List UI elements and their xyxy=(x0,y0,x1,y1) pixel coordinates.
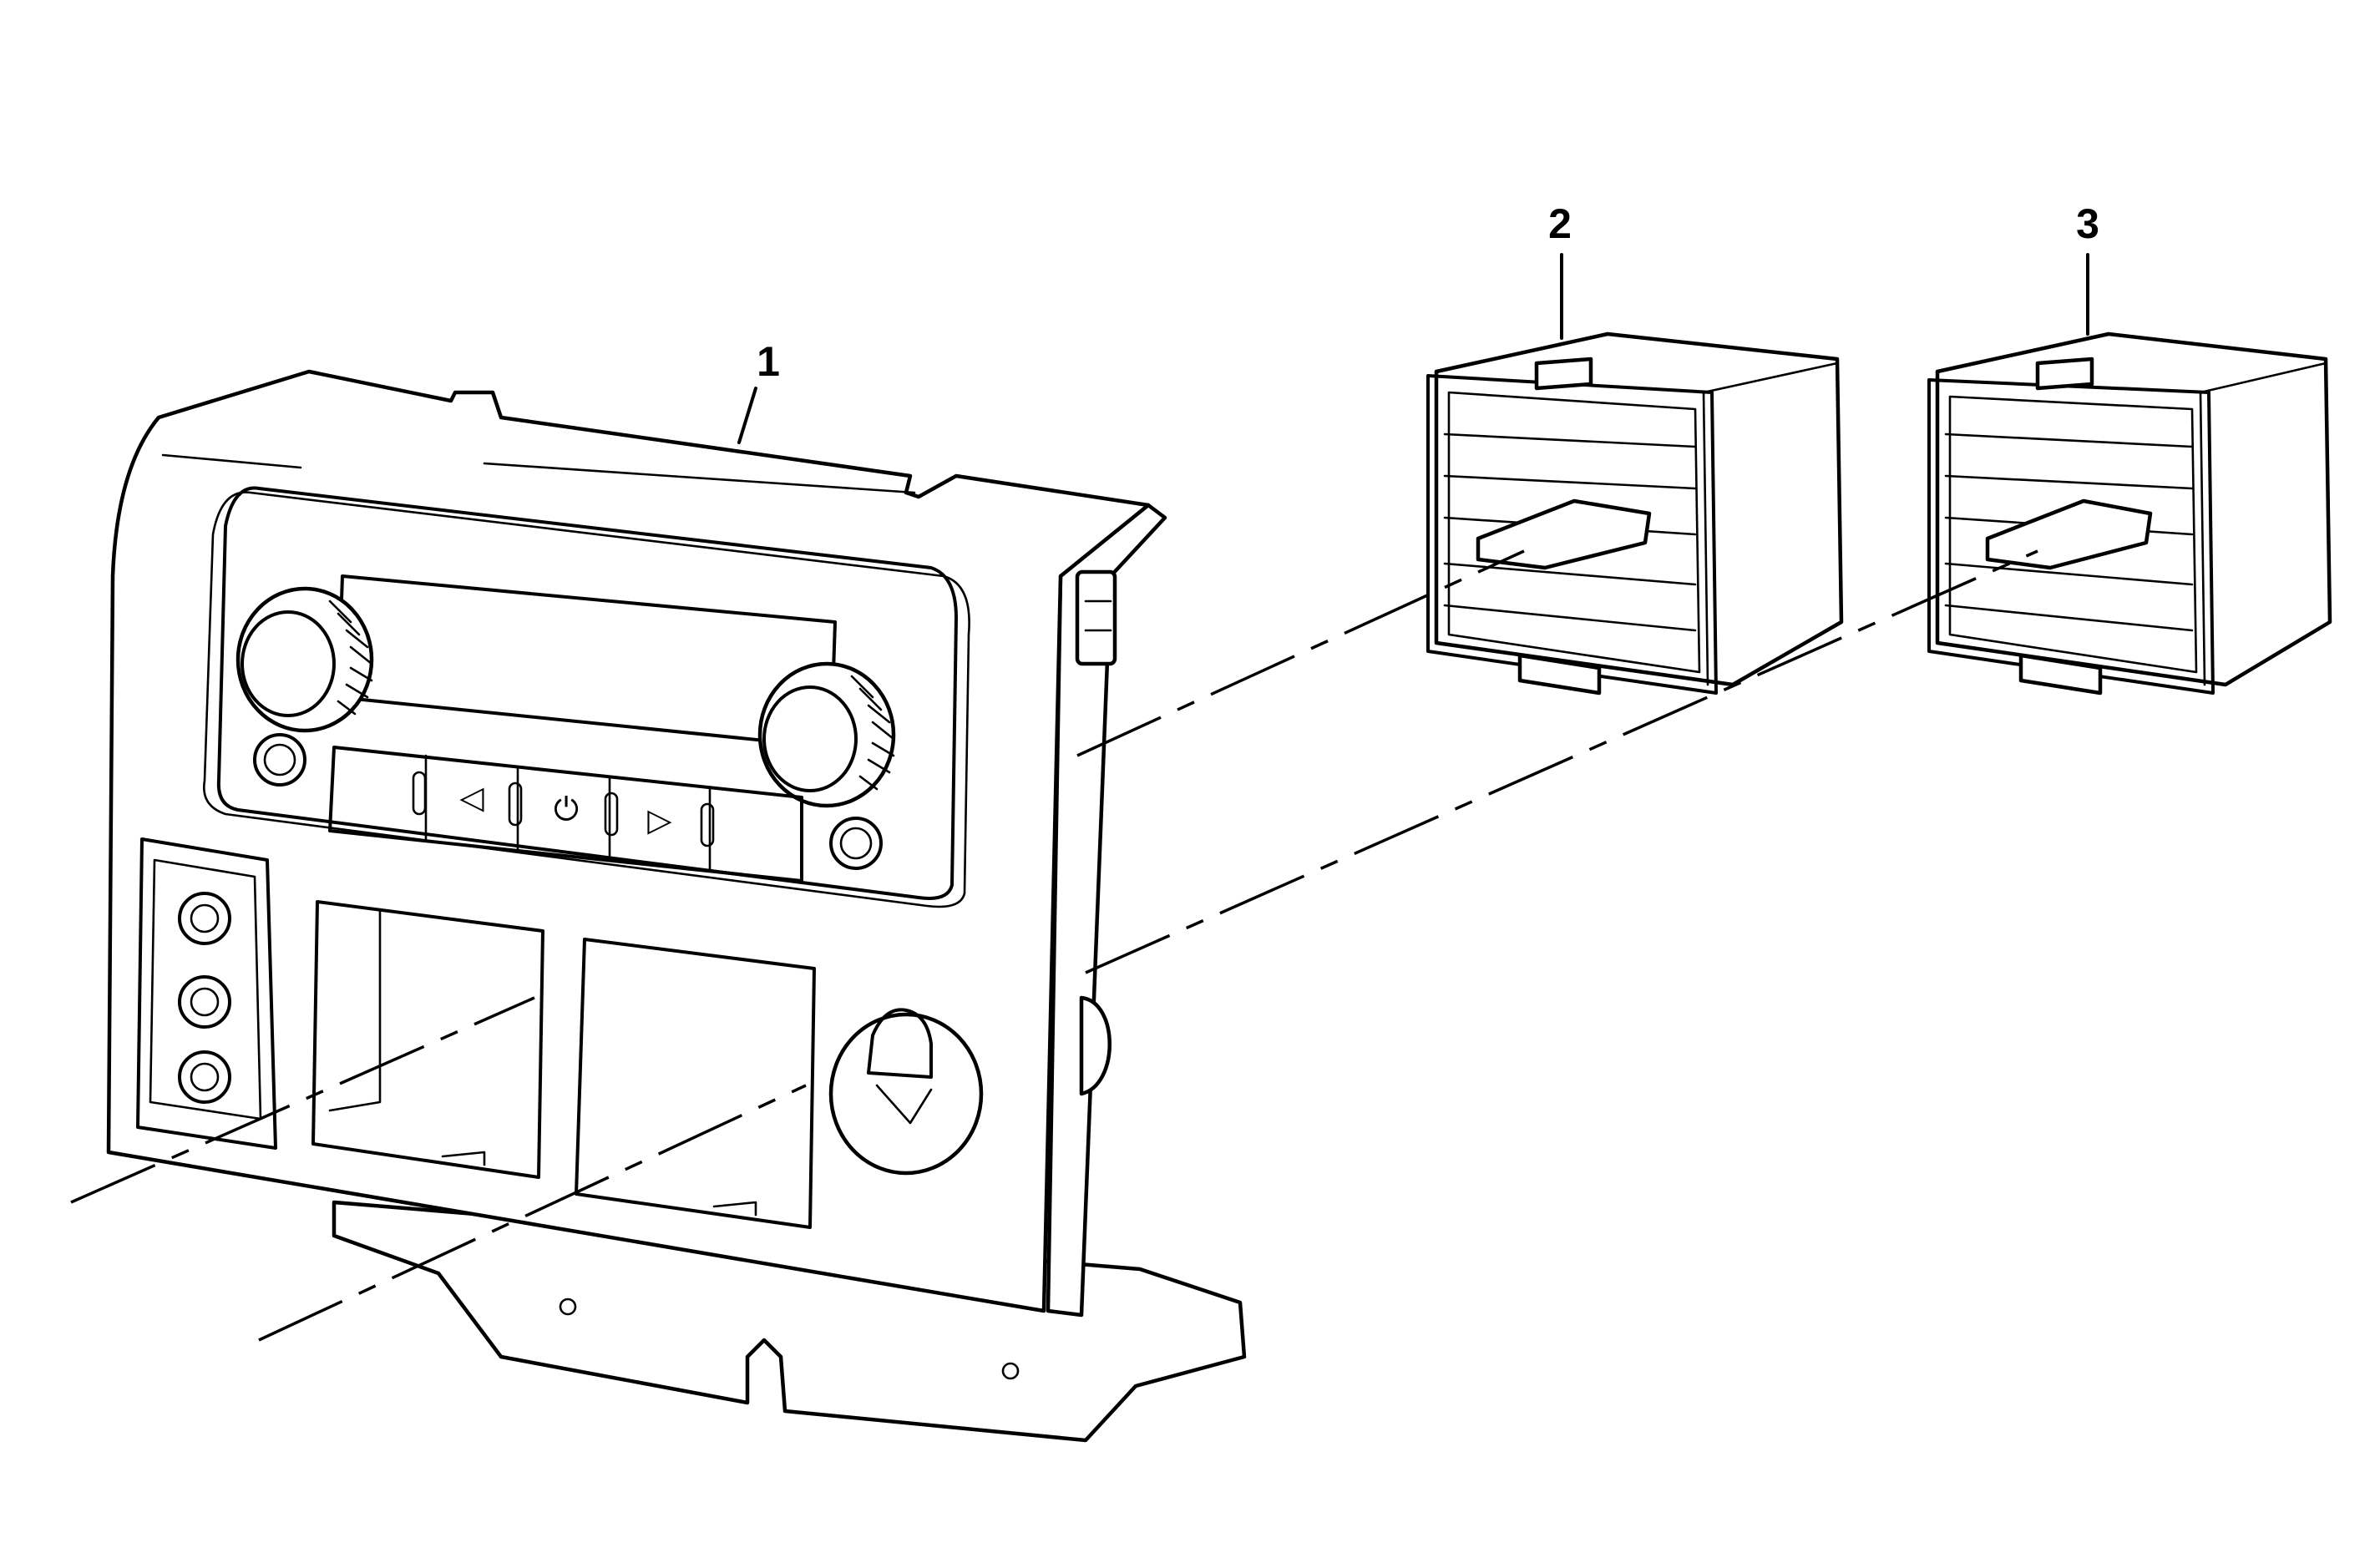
callout-2: 2 xyxy=(1548,200,1572,247)
right-vent-clip xyxy=(2018,653,2103,696)
left-knob xyxy=(235,586,374,733)
side-connector xyxy=(1075,569,1117,666)
flange-hole xyxy=(559,1297,577,1316)
next-track-icon: ▷ xyxy=(647,802,672,838)
side-clip xyxy=(1079,995,1112,1096)
callouts: 1 2 3 xyxy=(737,200,2099,444)
radio-button-strip xyxy=(328,746,803,883)
right-round-button xyxy=(829,817,883,870)
right-switch-opening xyxy=(575,938,816,1229)
instrument-panel-bezel: ◁ ⏻ ▷ xyxy=(106,369,1247,1443)
assembly-lines xyxy=(70,549,2038,1342)
left-switch-opening xyxy=(311,900,544,1179)
assembly-line-vent-3 xyxy=(1085,549,2038,974)
left-vent-bezel xyxy=(1426,374,1718,695)
radio-faceplate xyxy=(216,486,958,900)
assembly-line-left-opening xyxy=(70,996,535,1204)
left-vent-clip xyxy=(1517,653,1602,696)
radio-recess xyxy=(202,491,970,908)
power-icon: ⏻ xyxy=(554,791,579,827)
left-round-button xyxy=(253,733,306,787)
leader-line-1 xyxy=(737,387,757,444)
right-air-outlet xyxy=(1927,331,2332,696)
assembly-line-right-opening xyxy=(258,1084,807,1342)
right-vent-tab xyxy=(1985,498,2153,570)
flange-hole xyxy=(1001,1362,1020,1380)
right-vent-bezel xyxy=(1927,378,2215,695)
bezel-face xyxy=(106,369,1151,1313)
previous-track-icon: ◁ xyxy=(459,779,484,816)
callout-3: 3 xyxy=(2076,200,2099,247)
callout-1: 1 xyxy=(757,338,780,385)
left-air-outlet xyxy=(1426,331,1844,696)
power-outlet xyxy=(828,1008,984,1176)
assembly-line-vent-2 xyxy=(1076,549,1525,757)
right-knob xyxy=(757,661,896,808)
